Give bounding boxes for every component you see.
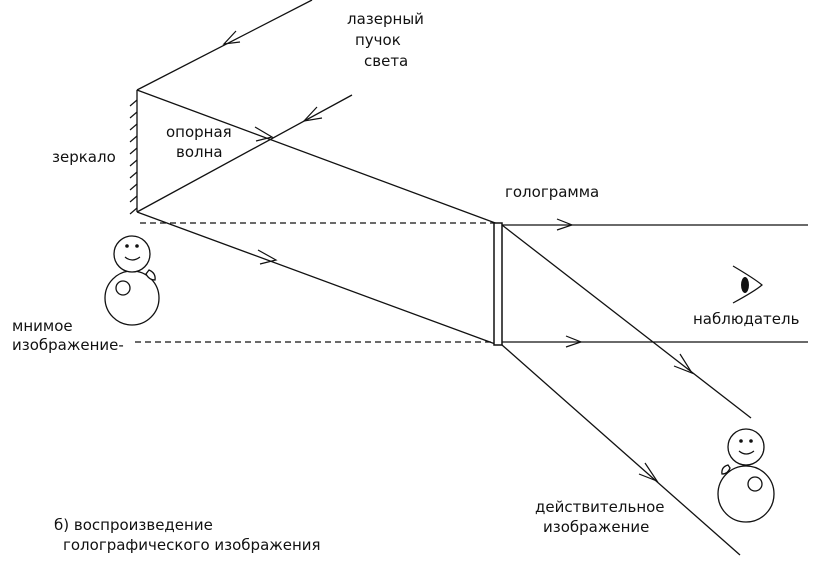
snowman-mouth bbox=[738, 450, 755, 455]
observer-rays bbox=[502, 218, 808, 348]
snowman-ear bbox=[145, 269, 156, 281]
snowman-hand bbox=[115, 280, 131, 296]
arrow-icon bbox=[254, 126, 274, 142]
arrow-icon bbox=[302, 106, 323, 122]
snowman-mouth bbox=[124, 256, 141, 261]
real-image-snowman bbox=[717, 428, 775, 523]
arrow-icon bbox=[556, 218, 574, 231]
laser-beam-lower-ray bbox=[136, 94, 353, 213]
arrow-icon bbox=[673, 353, 694, 375]
snowman-eye bbox=[749, 439, 753, 443]
snowman-ear bbox=[721, 464, 731, 475]
arrow-icon bbox=[222, 30, 241, 45]
laser-beam-upper-ray bbox=[136, 0, 313, 91]
label-virtual-image-line1: мнимое bbox=[12, 317, 73, 335]
reference-ray-lower bbox=[136, 211, 499, 346]
snowman-body bbox=[717, 465, 775, 523]
mirror bbox=[129, 90, 138, 215]
snowman-eye bbox=[125, 244, 129, 248]
snowman-hand bbox=[747, 476, 763, 492]
reference-ray-upper bbox=[136, 89, 499, 225]
virtual-image-snowman bbox=[104, 235, 160, 326]
reference-wave bbox=[136, 89, 499, 346]
arrow-icon bbox=[565, 335, 583, 348]
label-laser-beam-line3: света bbox=[364, 52, 408, 70]
laser-beam bbox=[136, 0, 353, 213]
eye-pupil bbox=[741, 277, 749, 293]
arrow-icon bbox=[638, 462, 659, 483]
mirror-hatching bbox=[129, 99, 138, 215]
hologram-plate bbox=[493, 222, 503, 346]
caption-line1: б) воспроизведение bbox=[54, 516, 213, 534]
arrow-icon bbox=[257, 249, 278, 265]
caption-line2: голографического изображения bbox=[63, 536, 321, 554]
eye-outline bbox=[732, 265, 763, 304]
real-image-rays bbox=[501, 224, 752, 556]
label-mirror: зеркало bbox=[52, 148, 116, 166]
snowman-head bbox=[727, 428, 765, 466]
observer-eye-icon bbox=[732, 265, 763, 304]
label-hologram: голограмма bbox=[505, 183, 599, 201]
real-ray-upper bbox=[501, 224, 752, 419]
snowman-eye bbox=[739, 439, 743, 443]
snowman-head bbox=[113, 235, 151, 273]
label-reference-wave-line1: опорная bbox=[166, 123, 232, 141]
label-observer: наблюдатель bbox=[693, 310, 799, 328]
label-laser-beam-line1: лазерный bbox=[347, 10, 424, 28]
label-virtual-image-line2: изображение- bbox=[12, 336, 124, 354]
label-real-image-line2: изображение bbox=[543, 518, 649, 536]
snowman-eye bbox=[135, 244, 139, 248]
label-laser-beam-line2: пучок bbox=[355, 31, 401, 49]
label-reference-wave-line2: волна bbox=[176, 143, 223, 161]
label-real-image-line1: действительное bbox=[535, 498, 665, 516]
real-ray-lower bbox=[501, 344, 741, 556]
